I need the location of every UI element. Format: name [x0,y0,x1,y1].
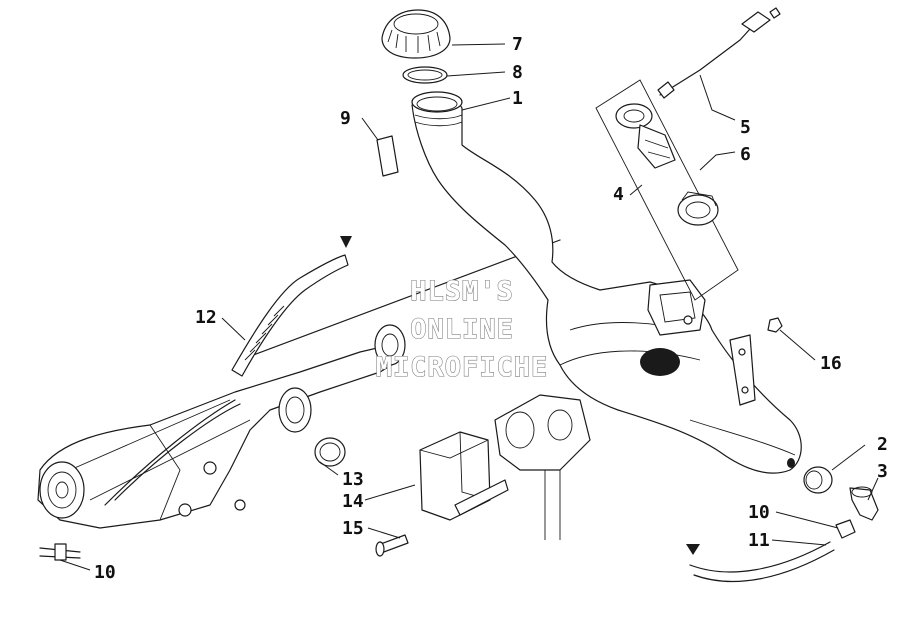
watermark-line-1: HLSM'S [410,276,514,307]
callout-13: 13 [342,469,364,490]
callout-3: 3 [877,461,888,482]
nut [767,317,783,333]
breather-hose [231,236,352,377]
leader-lines [59,43,879,571]
callout-11: 11 [748,530,770,551]
hose-clamp [314,437,346,467]
bolt [375,534,409,557]
watermark-line-3: MICROFICHE [376,352,549,383]
callout-14: 14 [342,491,364,512]
canister-box [419,431,509,521]
sender-wire-harness [657,7,781,99]
callout-1: 1 [512,88,523,109]
fuel-tank [411,91,802,474]
grommet [803,466,833,494]
callout-10-left: 10 [94,562,116,583]
frame-chassis [37,239,561,529]
callout-12: 12 [195,307,217,328]
fuel-cap [381,9,451,59]
elbow-fitting [849,486,879,521]
callout-labels: 7 8 1 9 5 6 4 12 16 2 3 13 14 15 10 11 1… [94,34,888,583]
fuel-line-right [686,519,856,583]
callout-10-right: 10 [748,502,770,523]
callout-2: 2 [877,434,888,455]
watermark: HLSM'S ONLINE MICROFICHE [375,275,549,383]
cap-gasket [402,66,448,84]
callout-15: 15 [342,518,364,539]
callout-16: 16 [820,353,842,374]
fuel-sender-assembly [595,79,739,301]
callout-4: 4 [613,184,624,205]
fuel-line-left [39,543,81,561]
callout-5: 5 [740,117,751,138]
callout-8: 8 [512,62,523,83]
callout-7: 7 [512,34,523,55]
throttle-body [494,394,591,540]
watermark-line-2: ONLINE [410,314,514,345]
strap-label [376,135,399,177]
callout-6: 6 [740,144,751,165]
callout-9: 9 [340,108,351,129]
